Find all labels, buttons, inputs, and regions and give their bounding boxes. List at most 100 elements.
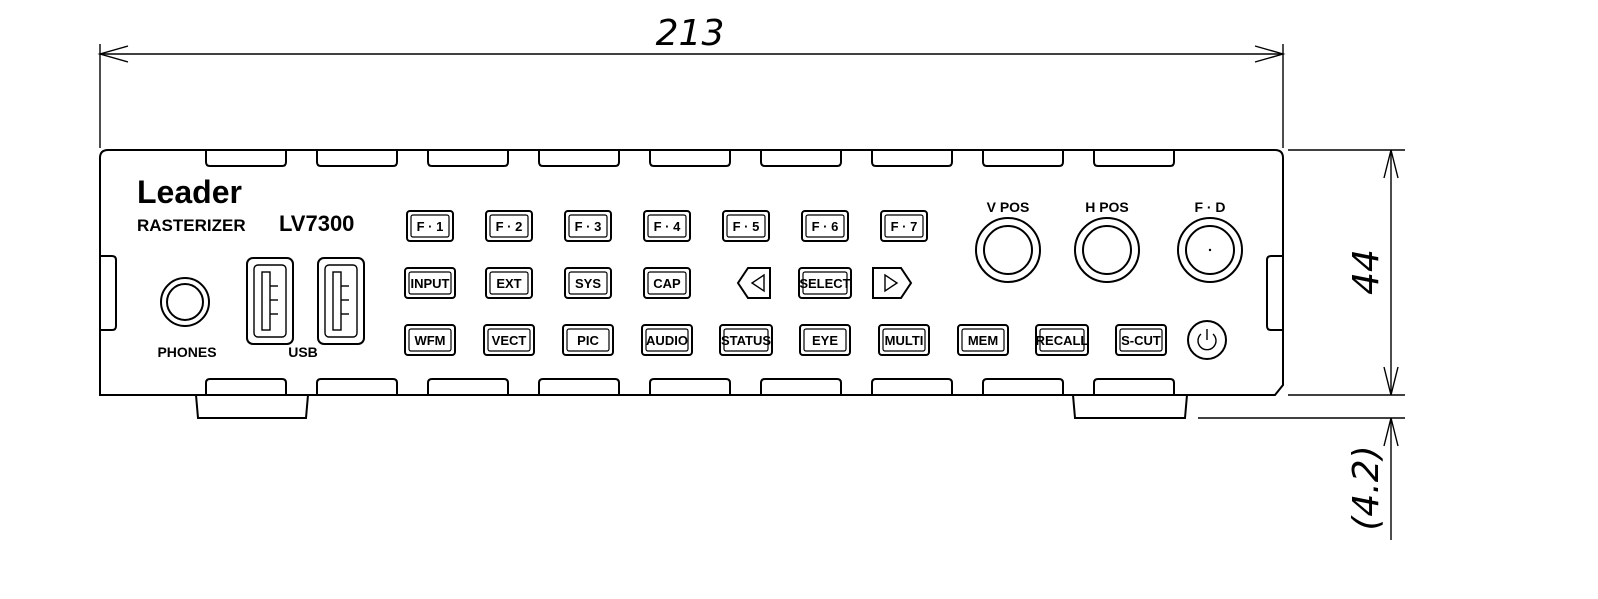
power-button[interactable] <box>1187 320 1227 360</box>
button-label: WFM <box>414 333 445 348</box>
input-button[interactable]: INPUT <box>404 267 456 299</box>
f-6-button[interactable]: F · 6 <box>801 210 849 242</box>
foot-dimension-value: (4.2) <box>1346 445 1387 530</box>
button-label: EXT <box>496 276 521 291</box>
right-foot <box>1072 394 1188 419</box>
left-triangle-icon <box>750 273 765 293</box>
f-1-button[interactable]: F · 1 <box>406 210 454 242</box>
button-label: F · 4 <box>654 219 681 234</box>
ext-button[interactable]: EXT <box>485 267 533 299</box>
button-label: CAP <box>653 276 681 291</box>
phones-jack[interactable] <box>160 277 210 327</box>
product-name: RASTERIZER <box>137 216 246 235</box>
nav-right-button[interactable] <box>872 267 913 299</box>
model-name: LV7300 <box>279 211 354 236</box>
nav-left-button[interactable] <box>736 267 771 299</box>
f-5-button[interactable]: F · 5 <box>722 210 770 242</box>
height-dimension-value: 44 <box>1346 249 1387 295</box>
brand-logo: Leader <box>137 174 242 210</box>
s-cut-button[interactable]: S-CUT <box>1115 324 1167 356</box>
bottom-vent <box>205 378 287 395</box>
foot-dimension: (4.2) <box>1198 417 1405 540</box>
power-icon <box>1197 329 1217 351</box>
top-vent <box>982 150 1064 167</box>
bottom-vents <box>205 378 1175 395</box>
top-vent <box>760 150 842 167</box>
top-vent <box>316 150 398 167</box>
h-pos-knob[interactable] <box>1074 217 1140 283</box>
button-label: STATUS <box>721 333 771 348</box>
function-key-row: F · 1 F · 2 F · 3 F · 4 F · 5 F · 6 F · 7 <box>406 210 928 242</box>
f-4-button[interactable]: F · 4 <box>643 210 691 242</box>
width-dimension: 213 <box>97 13 1286 148</box>
top-vent <box>1093 150 1175 167</box>
vect-button[interactable]: VECT <box>483 324 535 356</box>
button-label: RECALL <box>1036 333 1089 348</box>
button-label: PIC <box>577 333 599 348</box>
bottom-vent <box>1093 378 1175 395</box>
button-label: SYS <box>575 276 601 291</box>
knob-label: H POS <box>1085 199 1129 215</box>
audio-button[interactable]: AUDIO <box>641 324 693 356</box>
phones-label: PHONES <box>157 344 216 360</box>
f-7-button[interactable]: F · 7 <box>880 210 928 242</box>
recall-button[interactable]: RECALL <box>1035 324 1089 356</box>
bottom-vent <box>649 378 731 395</box>
right-triangle-icon <box>884 273 899 293</box>
top-vent <box>205 150 287 167</box>
usb-label: USB <box>288 344 318 360</box>
button-label: VECT <box>492 333 527 348</box>
v-pos-knob[interactable] <box>975 217 1041 283</box>
button-label: F · 3 <box>575 219 602 234</box>
top-vent <box>427 150 509 167</box>
bottom-vent <box>538 378 620 395</box>
usb-port-2[interactable] <box>317 257 365 345</box>
top-vent <box>871 150 953 167</box>
knob-label: V POS <box>987 199 1030 215</box>
top-vent <box>538 150 620 167</box>
cap-button[interactable]: CAP <box>643 267 691 299</box>
button-label: EYE <box>812 333 838 348</box>
bottom-vent <box>871 378 953 395</box>
panel-outline <box>99 149 1284 396</box>
select-button[interactable]: SELECT <box>798 267 852 299</box>
f-3-button[interactable]: F · 3 <box>564 210 612 242</box>
usb-port-1[interactable] <box>246 257 294 345</box>
height-dimension: 44 <box>1288 149 1405 396</box>
status-button[interactable]: STATUS <box>719 324 773 356</box>
bottom-vent <box>427 378 509 395</box>
mem-button[interactable]: MEM <box>957 324 1009 356</box>
multi-button[interactable]: MULTI <box>878 324 930 356</box>
button-label: AUDIO <box>646 333 688 348</box>
width-dimension-value: 213 <box>656 13 725 54</box>
button-label: F · 5 <box>733 219 760 234</box>
f-d-knob[interactable] <box>1177 217 1243 283</box>
top-vents <box>205 150 1175 167</box>
bottom-vent <box>316 378 398 395</box>
button-label: F · 1 <box>417 219 444 234</box>
knob-label: F · D <box>1194 199 1225 215</box>
mode-key-row: WFM VECT PIC AUDIO STATUS EYE MULTI MEM RECALL S-… <box>404 324 1167 356</box>
button-label: SELECT <box>799 276 850 291</box>
button-label: F · 7 <box>891 219 918 234</box>
left-foot <box>195 394 309 419</box>
bottom-vent <box>760 378 842 395</box>
left-side-tab <box>100 255 117 331</box>
button-label: INPUT <box>411 276 450 291</box>
eye-button[interactable]: EYE <box>799 324 851 356</box>
f-2-button[interactable]: F · 2 <box>485 210 533 242</box>
top-vent <box>649 150 731 167</box>
pic-button[interactable]: PIC <box>562 324 614 356</box>
bottom-vent <box>982 378 1064 395</box>
right-side-tab <box>1266 255 1283 331</box>
button-label: MEM <box>968 333 998 348</box>
button-label: S-CUT <box>1121 333 1161 348</box>
wfm-button[interactable]: WFM <box>404 324 456 356</box>
knob-group: V POS H POS F · D <box>975 199 1243 283</box>
button-label: F · 6 <box>812 219 839 234</box>
menu-key-row: INPUT EXT SYS CAP SELECT <box>404 267 852 299</box>
sys-button[interactable]: SYS <box>564 267 612 299</box>
button-label: MULTI <box>885 333 924 348</box>
button-label: F · 2 <box>496 219 523 234</box>
